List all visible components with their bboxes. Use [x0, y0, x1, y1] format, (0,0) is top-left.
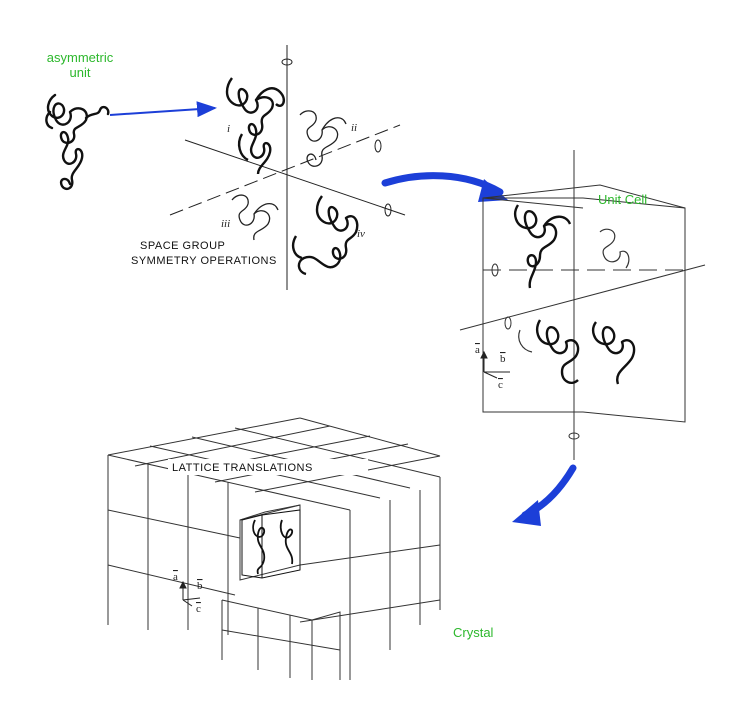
crystal-axis-b: b: [197, 580, 203, 592]
symmetry-copy-i: [225, 77, 286, 175]
asymmetric-unit-label-1: asymmetric: [47, 50, 114, 65]
unit-cell-molecules-thin: [518, 228, 630, 353]
copy-label-iii: iii: [221, 218, 230, 230]
copy-label-iv: iv: [357, 228, 365, 240]
unit-cell-molecules: [514, 204, 636, 385]
symmetry-axes: [169, 45, 406, 290]
symmetry-copy-iii: [231, 194, 279, 241]
arrow-to-symmetry: [109, 101, 217, 118]
arrow-to-crystal-head: [512, 500, 541, 526]
lattice-translations-label: LATTICE TRANSLATIONS: [172, 462, 313, 474]
symmetry-copy-iv: [291, 195, 359, 276]
unit-cell-axis-b: b: [500, 353, 506, 365]
crystal-label: Crystal: [453, 625, 494, 640]
unit-cell-axis-c: c: [498, 379, 503, 391]
symmetry-copy-ii: [299, 110, 347, 167]
unit-cell-axis-a: a: [475, 344, 480, 356]
crystal-unit-cell: [241, 509, 301, 579]
space-group-label-1: SPACE GROUP: [140, 240, 225, 252]
crystal-axes: [179, 580, 201, 607]
asymmetric-unit-label-2: unit: [70, 65, 91, 80]
space-group-label-2: SYMMETRY OPERATIONS: [131, 255, 277, 267]
lattice-label-backing: [168, 459, 368, 475]
unit-cell-axes: [480, 350, 510, 379]
copy-label-ii: ii: [351, 122, 357, 134]
crystal-axis-a: a: [173, 571, 178, 583]
copy-label-i: i: [227, 123, 230, 135]
crystal-lattice: [107, 417, 441, 680]
unit-cell-label: Unit Cell: [598, 192, 647, 207]
asymmetric-unit-molecule: [45, 93, 110, 191]
unit-cell-box: [459, 150, 706, 460]
crystal-axis-c: c: [196, 603, 201, 615]
